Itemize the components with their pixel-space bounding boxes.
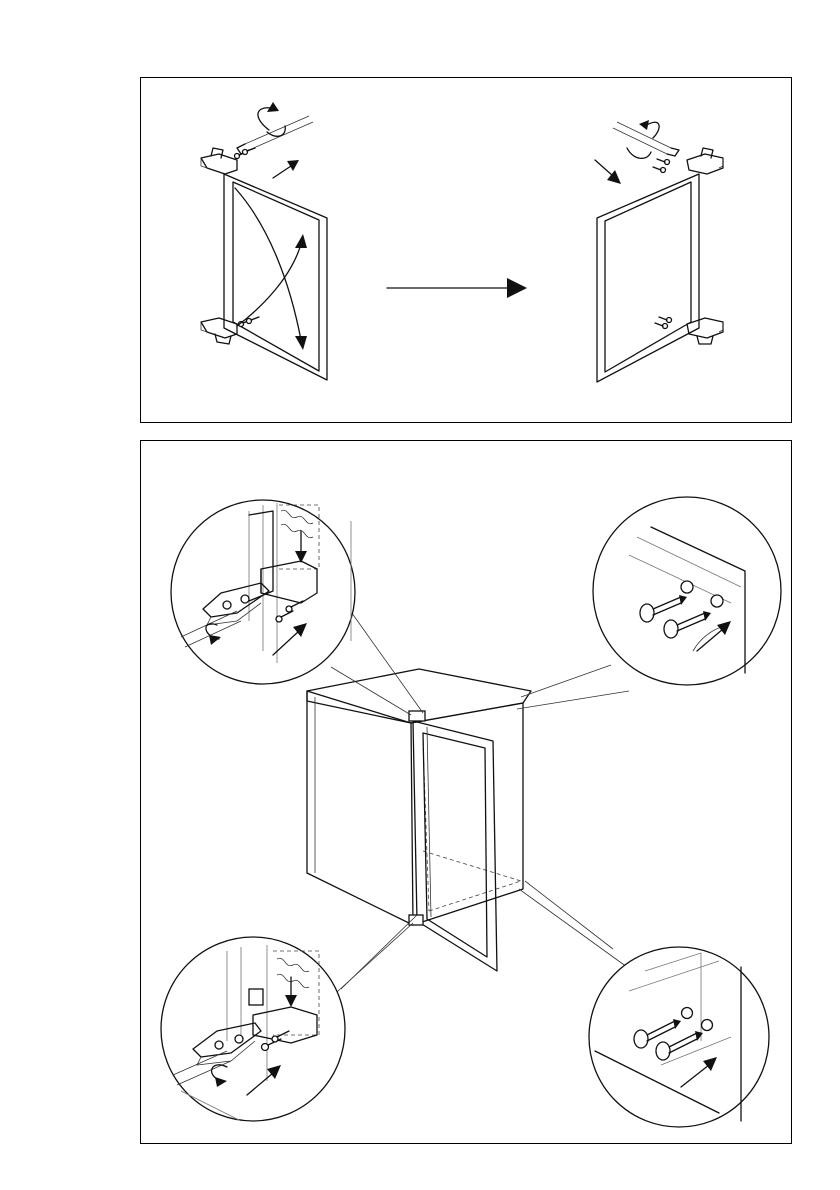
screw-icon [657, 159, 670, 165]
top-right-pins-detail [593, 497, 781, 685]
door-mounting-illustration [141, 441, 793, 1145]
transition-arrow [387, 278, 527, 298]
screw-icon [247, 317, 260, 324]
door-mounting-panel [140, 440, 792, 1144]
bottom-right-pins-detail [589, 947, 769, 1127]
door-reversal-illustration [141, 78, 793, 424]
left-door-illustration [201, 102, 327, 380]
screw-icon [655, 323, 668, 329]
screw-icon [243, 148, 256, 155]
right-door-illustration [595, 120, 723, 382]
door-reversal-panel [140, 77, 792, 423]
open-door-illustration [413, 721, 497, 971]
screw-icon [653, 167, 666, 173]
screw-icon [659, 317, 672, 323]
bottom-left-hinge-detail [161, 937, 345, 1121]
top-left-hinge-detail [171, 500, 355, 684]
